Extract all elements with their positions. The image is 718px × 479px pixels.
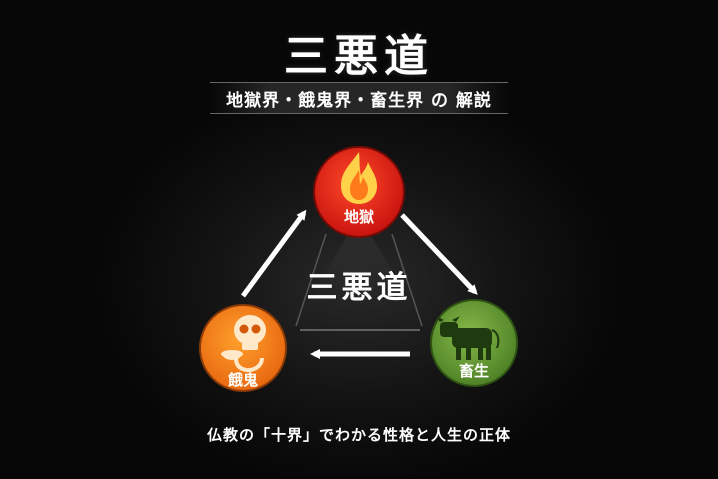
skull-ghost-icon [221, 315, 266, 373]
node-animal: 畜生 [430, 299, 518, 387]
node-hungry-ghost: 餓鬼 [199, 304, 287, 392]
flame-icon [341, 152, 377, 204]
node-hungry-ghost-label: 餓鬼 [228, 371, 258, 389]
footer-caption: 仏教の「十界」でわかる性格と人生の正体 [206, 426, 511, 444]
subtitle-band [210, 82, 508, 114]
cow-icon [436, 316, 500, 360]
node-animal-label: 畜生 [459, 362, 489, 380]
page-title: 三悪道 [284, 31, 434, 82]
node-hell: 地獄 [313, 146, 405, 238]
arrow-hungry-ghost-to-hell [240, 209, 307, 298]
page-subtitle: 地獄界・餓鬼界・畜生界 の 解説 [226, 91, 492, 111]
inner-triangle [292, 215, 427, 330]
inner-triangle-right [391, 233, 423, 327]
diagram-center-label: 三悪道 [306, 270, 412, 306]
arrow-hell-to-animal [400, 213, 478, 295]
inner-triangle-left [295, 233, 327, 327]
node-hell-label: 地獄 [344, 208, 374, 226]
